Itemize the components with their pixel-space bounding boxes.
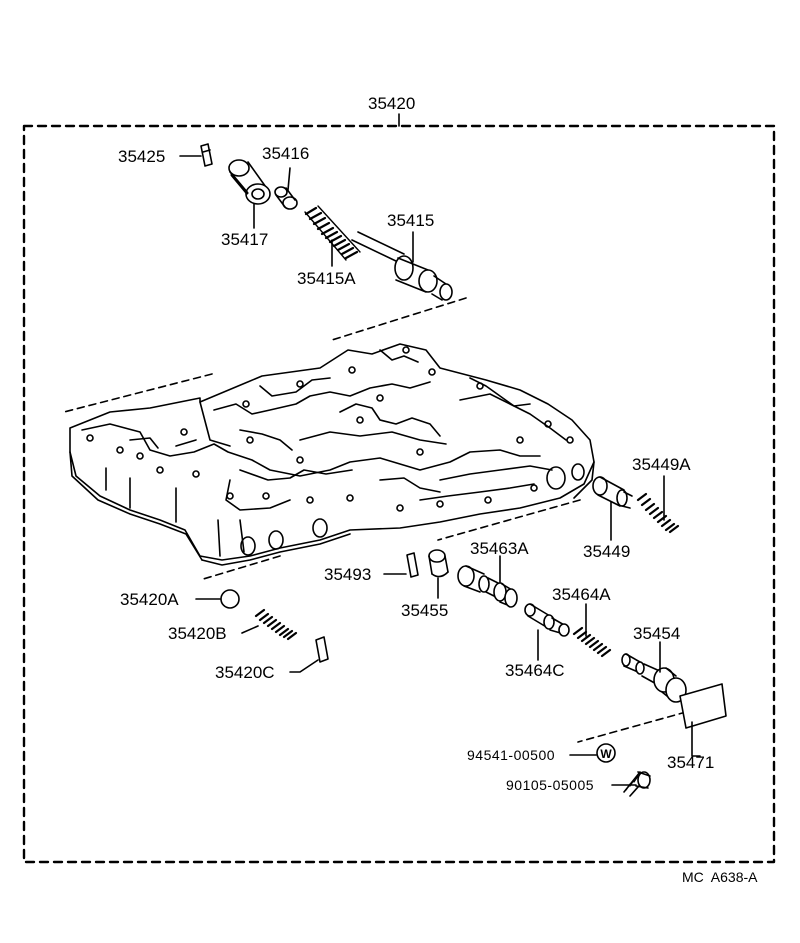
label-35464A: 35464A: [552, 585, 611, 604]
valve-body: [69, 343, 595, 566]
ball-35420A: [220, 589, 240, 609]
label-35416: 35416: [262, 144, 310, 163]
label-35415: 35415: [387, 211, 435, 230]
spring-35420B: [254, 608, 298, 641]
label-35420B: 35420B: [168, 624, 227, 643]
assembly-number: 35420: [368, 94, 416, 113]
label-35454: 35454: [633, 624, 681, 643]
pin-35420C: [315, 636, 329, 663]
label-90105-05005: 90105-05005: [506, 777, 595, 793]
label-35420C: 35420C: [215, 663, 275, 682]
leader-35420C: [289, 659, 319, 673]
label-35455: 35455: [401, 601, 449, 620]
label-35415A: 35415A: [297, 269, 356, 288]
label-35464C: 35464C: [505, 661, 565, 680]
label-35471: 35471: [667, 753, 715, 772]
valve-35463A: [457, 565, 518, 608]
spring-35415A: [304, 205, 361, 261]
label-35417: 35417: [221, 230, 269, 249]
figure-code: MC A638-A: [682, 869, 758, 885]
pin-35493: [406, 552, 419, 578]
label-35425: 35425: [118, 147, 166, 166]
label-35449: 35449: [583, 542, 631, 561]
valve-35415: [351, 231, 453, 301]
plug-35455: [428, 549, 449, 578]
washer-mark: W: [600, 747, 612, 761]
axis-left-lower: [199, 555, 281, 581]
label-35420A: 35420A: [120, 590, 179, 609]
sleeve-35454: [621, 653, 687, 703]
pin-35425: [200, 143, 213, 167]
label-94541-00500: 94541-00500: [467, 747, 556, 763]
label-35493: 35493: [324, 565, 372, 584]
spring-35464A: [572, 626, 612, 658]
leader-35420B: [241, 625, 259, 634]
leader-35416: [287, 167, 291, 191]
bolt-90105: [623, 771, 651, 797]
plug-35416: [274, 186, 298, 210]
axis-bottom: [577, 711, 687, 743]
leader-35471: [691, 721, 701, 757]
label-35449A: 35449A: [632, 455, 691, 474]
valve-35464C: [524, 603, 570, 637]
axis-left: [63, 373, 213, 413]
plug-35449: [592, 476, 633, 509]
label-35463A: 35463A: [470, 539, 529, 558]
axis-top: [331, 297, 467, 341]
spring-35449A: [636, 492, 680, 534]
plate-35471: [679, 683, 727, 729]
sleeve-35417: [228, 159, 271, 205]
axis-middle-lower: [437, 499, 581, 541]
washer-94541: [596, 743, 616, 763]
assembly-bracket: [22, 124, 776, 864]
